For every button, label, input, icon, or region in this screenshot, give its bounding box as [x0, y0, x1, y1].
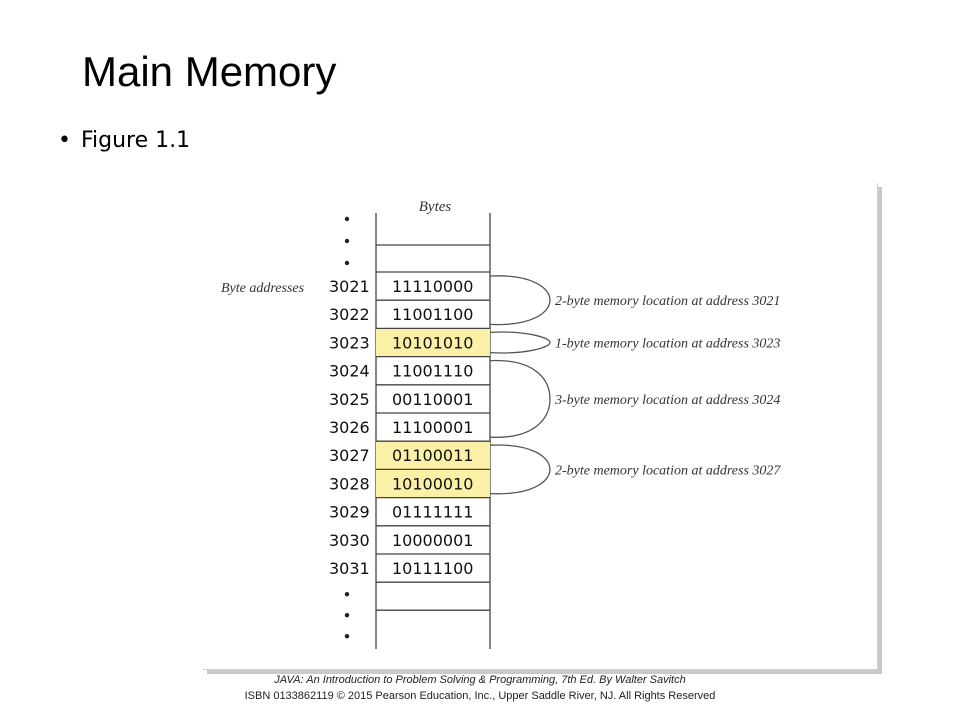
byte-value: 11110000: [392, 277, 473, 296]
footer-isbn: ISBN 0133862119 © 2015 Pearson Education…: [244, 690, 716, 702]
bytes-header: Bytes: [419, 199, 452, 215]
byte-addresses-label: Byte addresses: [221, 281, 305, 296]
address-label: 3029: [329, 503, 370, 522]
copyright-footer: JAVA: An Introduction to Problem Solving…: [0, 672, 960, 704]
location-label: 1-byte memory location at address 3023: [555, 337, 780, 352]
byte-value: 10101010: [392, 333, 473, 352]
ellipsis-dot: [344, 238, 350, 244]
byte-value: 00110001: [392, 390, 473, 409]
byte-value: 01111111: [392, 503, 473, 522]
byte-value: 10000001: [392, 531, 473, 550]
address-label: 3023: [329, 333, 370, 352]
highlighted-cell: [376, 441, 490, 470]
location-label: 3-byte memory location at address 3024: [554, 393, 780, 408]
address-label: 3027: [329, 446, 370, 465]
address-label: 3031: [329, 559, 370, 578]
address-label: 3030: [329, 531, 370, 550]
address-label: 3026: [329, 418, 370, 437]
ellipsis-dot: [344, 216, 350, 222]
byte-value: 11001100: [392, 305, 473, 324]
bullet-text: Figure 1.1: [80, 128, 191, 153]
slide-title: Main Memory: [82, 48, 337, 95]
location-brace: [489, 444, 551, 495]
address-label: 3021: [329, 277, 370, 296]
location-brace: [489, 359, 551, 438]
address-label: 3028: [329, 474, 370, 493]
ellipsis-dot: [344, 592, 350, 597]
location-brace: [489, 331, 551, 354]
byte-value: 11100001: [392, 418, 473, 437]
byte-value: 10111100: [392, 559, 473, 578]
address-label: 3025: [329, 390, 370, 409]
byte-value: 11001110: [392, 362, 473, 381]
ellipsis-dot: [344, 634, 350, 639]
bullet-dot-icon: •: [58, 128, 71, 153]
address-label: 3022: [329, 305, 370, 324]
location-label: 2-byte memory location at address 3027: [555, 463, 781, 478]
location-brace: [489, 275, 551, 326]
highlighted-cell: [376, 469, 490, 498]
location-label: 2-byte memory location at address 3021: [555, 294, 780, 309]
footer-book-title: JAVA: An Introduction to Problem Solving…: [274, 674, 686, 686]
ellipsis-dot: [344, 613, 350, 618]
byte-value: 10100010: [392, 474, 473, 493]
address-label: 3024: [329, 362, 370, 381]
ellipsis-dot: [344, 260, 350, 266]
bullet-item: • Figure 1.1: [58, 128, 190, 153]
byte-value: 01100011: [392, 446, 473, 465]
highlighted-cell: [376, 328, 490, 357]
